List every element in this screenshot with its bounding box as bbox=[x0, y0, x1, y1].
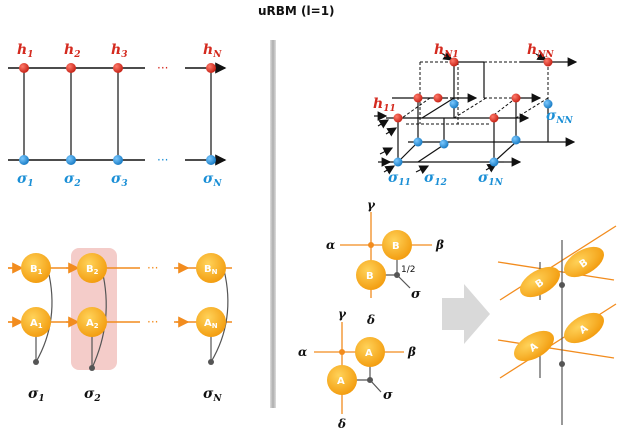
sigma-label: σ2 bbox=[64, 171, 81, 189]
contracted-network: B B A A bbox=[497, 225, 617, 425]
bond-label: 1/2 bbox=[401, 265, 415, 275]
pepo-tensor-b bbox=[382, 230, 412, 260]
mps-diagram: ··· ··· B1 B2 BN A1 A2 AN σ1 σ bbox=[8, 248, 232, 404]
lattice-hidden-label: hNN bbox=[527, 42, 554, 60]
mps-tensor-a bbox=[21, 307, 51, 337]
ellipse-tensor-b bbox=[564, 246, 604, 278]
mps-tensor-b bbox=[21, 253, 51, 283]
pepo-tensor-a bbox=[355, 337, 385, 367]
lattice-sigma-label: σ11 bbox=[388, 170, 411, 188]
visible-node bbox=[206, 155, 216, 165]
pepo-node-label: A bbox=[337, 376, 345, 387]
mps-node-label: A1 bbox=[30, 318, 43, 330]
mps-sigma-label: σ2 bbox=[84, 386, 101, 404]
transform-arrow bbox=[442, 284, 490, 344]
pepo-node-label: B bbox=[392, 241, 400, 252]
hidden-label: h1 bbox=[17, 42, 33, 60]
mps-sigma-label: σ1 bbox=[28, 386, 45, 404]
visible-node bbox=[113, 155, 123, 165]
pepo-tensor-a bbox=[327, 365, 357, 395]
lattice-hidden-label: h11 bbox=[373, 96, 396, 114]
lattice-sigma-label: σ1N bbox=[478, 170, 504, 188]
lattice-sigma-label: σ12 bbox=[424, 170, 447, 188]
sigma-label: σ3 bbox=[111, 171, 128, 189]
lattice-sigma-label: σNN bbox=[546, 108, 574, 126]
center-divider bbox=[270, 40, 276, 408]
diagram-title: uRBM (l=1) bbox=[258, 4, 335, 18]
pepo-sigma-label: σ bbox=[411, 287, 421, 302]
bond-label: α bbox=[326, 238, 335, 252]
bond-label: γ bbox=[338, 307, 347, 321]
hidden-node bbox=[66, 63, 76, 73]
pepo-lower: A A α β γ δ σ bbox=[298, 307, 416, 431]
sigma-label: σN bbox=[203, 171, 222, 189]
bond-label: γ bbox=[367, 198, 376, 212]
lattice-hidden-label: hN1 bbox=[434, 42, 459, 60]
chain-diagram: h1 h2 h3 hN ··· ··· σ1 σ2 σ3 σN bbox=[8, 42, 227, 189]
mps-node-label: B2 bbox=[86, 264, 99, 276]
chain-ellipsis: ··· bbox=[157, 153, 168, 167]
bond-label: β bbox=[435, 238, 444, 252]
mps-node-label: B1 bbox=[30, 264, 43, 276]
mps-node-label: A2 bbox=[86, 318, 99, 330]
mps-node-label: AN bbox=[204, 318, 218, 330]
visible-node bbox=[19, 155, 29, 165]
bond-label: δ bbox=[366, 313, 375, 327]
hidden-label: hN bbox=[203, 42, 222, 60]
bond-label: β bbox=[407, 345, 416, 359]
mps-node-label: BN bbox=[204, 264, 218, 276]
hidden-label: h2 bbox=[64, 42, 80, 60]
bond-label: δ bbox=[337, 417, 346, 431]
mps-tensor-a bbox=[196, 307, 226, 337]
mps-ellipsis: ··· bbox=[147, 315, 158, 329]
chain-ellipsis: ··· bbox=[157, 61, 168, 75]
visible-node bbox=[66, 155, 76, 165]
mps-tensor-b bbox=[77, 253, 107, 283]
mps-ellipsis: ··· bbox=[147, 261, 158, 275]
lattice-diagram: hN1 hNN h11 σNN σ11 σ12 σ1N bbox=[373, 42, 578, 188]
pepo-node-label: B bbox=[366, 271, 374, 282]
pepo-tensor-b bbox=[356, 260, 386, 290]
hidden-node bbox=[206, 63, 216, 73]
ellipse-tensor-b bbox=[520, 266, 560, 298]
hidden-node bbox=[113, 63, 123, 73]
pepo-upper: B B α β γ 1/2 σ bbox=[326, 198, 444, 302]
mps-tensor-a bbox=[77, 307, 107, 337]
bond-label: α bbox=[298, 345, 307, 359]
mps-tensor-b bbox=[196, 253, 226, 283]
pepo-sigma-label: σ bbox=[383, 388, 393, 403]
hidden-label: h3 bbox=[111, 42, 127, 60]
pepo-node-label: A bbox=[365, 348, 373, 359]
ellipse-tensor-a bbox=[564, 312, 604, 344]
hidden-node bbox=[19, 63, 29, 73]
sigma-label: σ1 bbox=[17, 171, 34, 189]
mps-sigma-label: σN bbox=[203, 386, 222, 404]
ellipse-tensor-a bbox=[514, 330, 554, 362]
